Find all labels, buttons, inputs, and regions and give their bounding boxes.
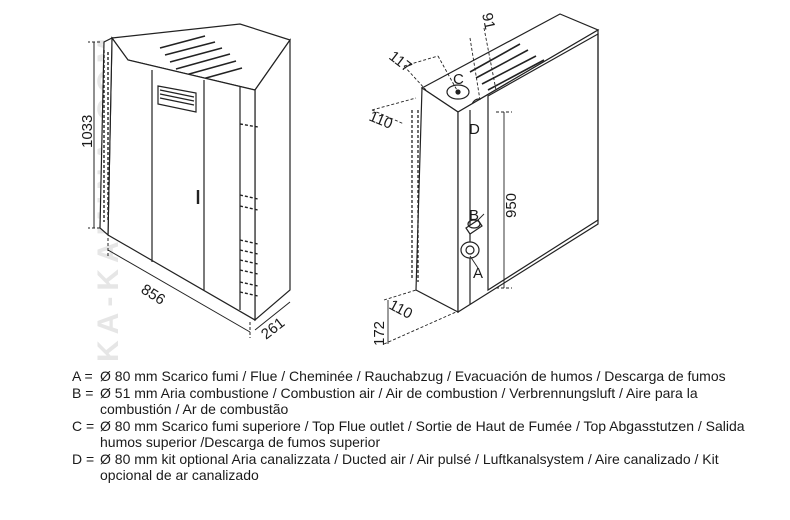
dim-110-top-label: 110 — [367, 108, 396, 133]
label-A: A — [473, 265, 483, 282]
legend: A = Ø 80 mm Scarico fumi / Flue / Chemin… — [72, 368, 772, 484]
depth-dimension-label: 261 — [258, 314, 288, 343]
dim-height — [88, 41, 100, 229]
dim-depth — [254, 301, 291, 331]
right-vents — [239, 123, 259, 297]
inlet-B-pipe — [465, 219, 483, 235]
outlet-A — [460, 241, 480, 259]
rear-view-back-face — [457, 28, 599, 314]
dim-172-label: 172 — [371, 321, 388, 346]
label-C: C — [453, 71, 464, 88]
label-D: D — [469, 121, 480, 138]
legend-key: B = — [72, 385, 98, 401]
legend-item-a: A = Ø 80 mm Scarico fumi / Flue / Chemin… — [72, 368, 772, 384]
dim-117-label: 117 — [386, 48, 415, 76]
legend-text: Ø 51 mm Aria combustione / Combustion ai… — [100, 385, 698, 417]
dim-91-label: 91 — [478, 11, 498, 31]
legend-key: A = — [72, 368, 97, 384]
legend-text: Ø 80 mm Scarico fumi / Flue / Cheminée /… — [100, 368, 726, 384]
dim-950-label: 950 — [503, 193, 520, 218]
legend-text: Ø 80 mm Scarico fumi superiore / Top Flu… — [100, 418, 745, 450]
rear-view — [371, 13, 600, 345]
technical-drawing: KA-KAMINA.COM — [79, 11, 600, 362]
left-vents — [103, 50, 109, 222]
label-B: B — [469, 207, 479, 224]
legend-key: C = — [72, 418, 99, 434]
rear-view-left-side — [415, 86, 459, 313]
legend-item-d: D = Ø 80 mm kit optional Aria canalizzat… — [72, 451, 772, 483]
dim-91 — [469, 27, 497, 101]
dim-110-bottom-label: 110 — [386, 297, 415, 323]
height-dimension-label: 1033 — [79, 115, 96, 148]
width-dimension-label: 856 — [138, 281, 168, 309]
front-view-side-face — [254, 38, 291, 322]
legend-item-c: C = Ø 80 mm Scarico fumi superiore / Top… — [72, 418, 772, 450]
top-grille — [159, 35, 243, 84]
legend-text: Ø 80 mm kit optional Aria canalizzata / … — [100, 451, 719, 483]
dim-172 — [383, 289, 457, 345]
front-view — [88, 23, 291, 338]
dim-width — [107, 238, 251, 338]
dim-110-top — [371, 97, 417, 125]
legend-item-b: B = Ø 51 mm Aria combustione / Combustio… — [72, 385, 772, 417]
dim-950 — [496, 111, 512, 289]
rear-left-vents — [411, 110, 419, 282]
dim-117 — [403, 55, 459, 93]
legend-key: D = — [72, 451, 99, 467]
display-window — [157, 85, 197, 113]
